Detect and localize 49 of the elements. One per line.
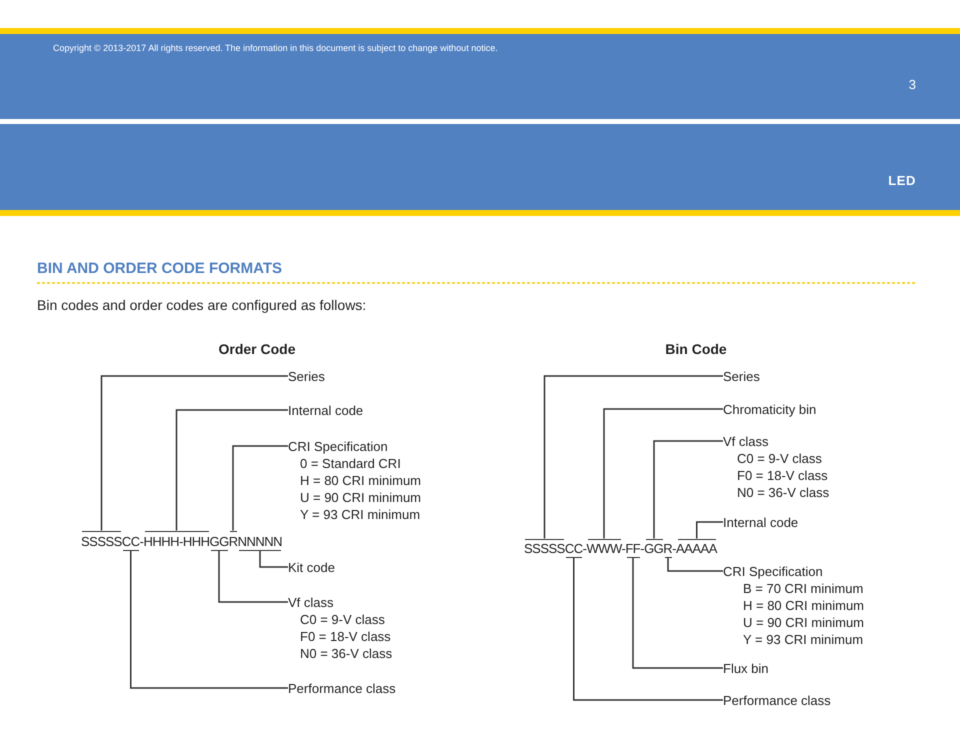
leader-line <box>100 375 288 530</box>
copyright-notice: Copyright © 2013-2017 All rights reserved. The information in this document is subject to change without notice. <box>53 42 498 54</box>
callout-text: Chromaticity bin <box>723 400 816 418</box>
list-item: N0 = 36-V class <box>737 484 830 500</box>
list-item: H = 80 CRI minimum <box>300 472 421 488</box>
list-item: C0 = 9-V class <box>737 450 822 466</box>
callout-text: Kit code <box>288 558 335 576</box>
leader-line <box>259 551 288 568</box>
callout-text: Internal code <box>723 514 798 530</box>
page-number: 3 <box>908 77 916 93</box>
list-item: Y = 93 CRI minimum <box>300 506 420 522</box>
code-string: SSSSSCC-HHHH-HHHGGRNNNNN <box>81 533 282 550</box>
list-item: Y = 93 CRI minimum <box>743 630 864 648</box>
leader-line <box>632 558 723 669</box>
leader-line <box>232 445 288 530</box>
leader-line <box>573 558 723 701</box>
leader-line <box>696 521 723 538</box>
leader-line <box>544 375 723 538</box>
list-item: F0 = 18-V class <box>737 466 828 484</box>
callout-text: CRI Specification <box>723 562 823 580</box>
leader-line <box>130 551 288 689</box>
list-item: B = 70 CRI minimum <box>743 580 864 596</box>
leader-line <box>603 408 723 538</box>
callout-text: Internal code <box>288 402 364 418</box>
callout-text: Series <box>723 368 760 384</box>
callout-text: Series <box>288 368 325 384</box>
list-item: H = 80 CRI minimum <box>743 596 864 614</box>
list-item: U = 90 CRI minimum <box>743 614 864 630</box>
list-item: U = 90 CRI minimum <box>300 488 421 506</box>
code-string: SSSSSCC-WWW-FF-GGR-AAAAA <box>524 540 717 557</box>
list-item: 0 = Standard CRI <box>300 454 401 472</box>
callout-text: CRI Specification <box>288 438 388 454</box>
callout-text: Vf class <box>288 594 334 610</box>
callout-text: Performance class <box>288 680 396 696</box>
leader-line <box>667 558 723 572</box>
header-title: LED <box>888 173 916 189</box>
callout-text: Flux bin <box>723 660 769 676</box>
callout-text: Performance class <box>723 692 831 708</box>
callout-text: Vf class <box>723 432 769 450</box>
list-item: N0 = 36-V class <box>300 644 392 662</box>
diagram-heading: Bin Code <box>664 341 728 358</box>
section-heading: BIN AND ORDER CODE FORMATS <box>37 260 282 278</box>
leader-line <box>653 440 723 538</box>
list-item: F0 = 18-V class <box>300 628 391 644</box>
diagram-heading: Order Code <box>217 341 296 358</box>
leader-line <box>218 551 288 603</box>
leader-line <box>176 409 288 530</box>
list-item: C0 = 9-V class <box>300 610 385 628</box>
intro-text: Bin codes and order codes are configured as follows: <box>37 297 366 314</box>
